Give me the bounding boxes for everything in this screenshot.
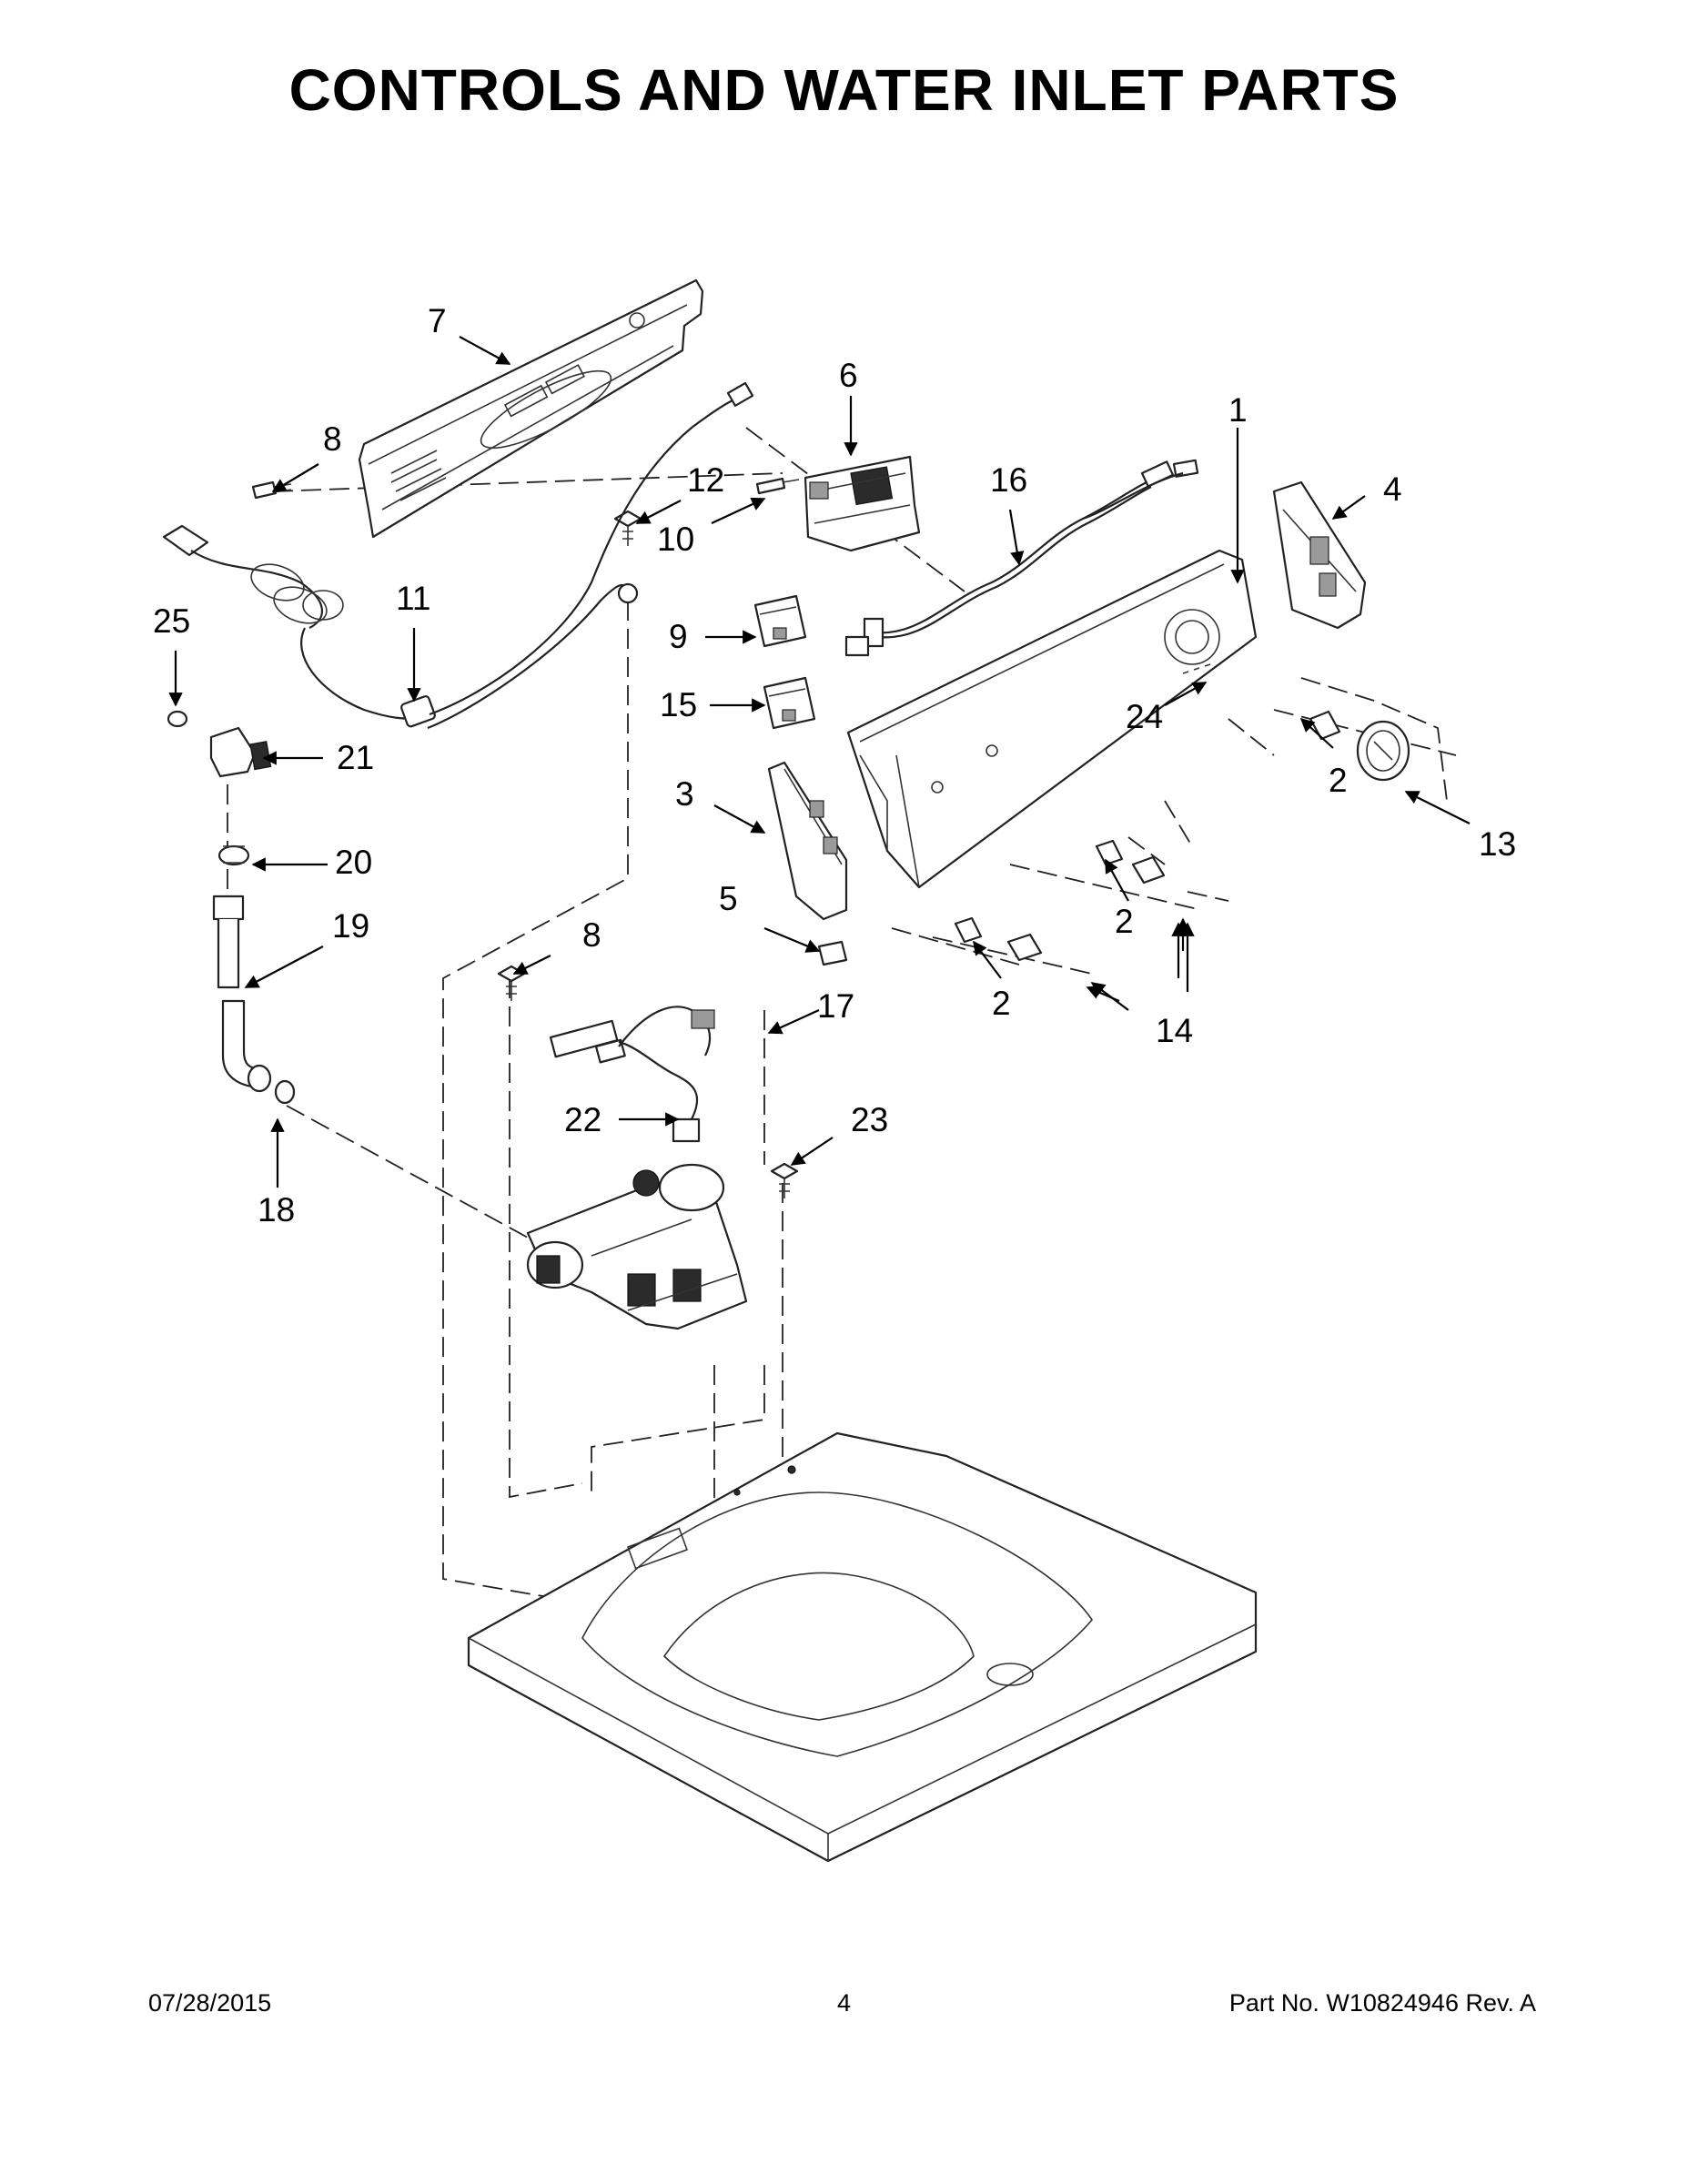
clip [817, 940, 848, 966]
callout-leaders [168, 336, 1471, 1188]
callout-4: 4 [1383, 470, 1402, 508]
callout-1: 1 [1228, 391, 1248, 429]
switch-15 [763, 676, 816, 730]
callout-3: 3 [675, 775, 694, 813]
water-valve-dispenser [526, 1163, 748, 1330]
ground-screw [613, 510, 642, 546]
knob-right [1309, 710, 1410, 782]
callout-2-middle: 2 [1115, 903, 1134, 940]
page-title: CONTROLS AND WATER INLET PARTS [288, 57, 1400, 123]
switch-9 [753, 594, 807, 648]
callout-8-upper: 8 [323, 420, 342, 458]
callout-13: 13 [1479, 825, 1516, 863]
knob-middle [1095, 839, 1166, 885]
callout-16: 16 [990, 461, 1027, 499]
washer-top [467, 1431, 1258, 1863]
callout-labels: 7 6 1 16 4 8 12 10 11 25 9 15 24 21 2 3 … [153, 302, 1516, 1228]
callout-15: 15 [660, 686, 697, 723]
callout-8-lower: 8 [582, 916, 601, 954]
power-cord [162, 381, 754, 730]
callout-14: 14 [1156, 1012, 1193, 1049]
callout-6: 6 [839, 357, 858, 394]
knob-lower [954, 916, 1043, 962]
dispenser-screw [770, 1162, 799, 1198]
callout-12: 12 [687, 461, 724, 499]
callout-25: 25 [153, 602, 190, 640]
callout-11: 11 [396, 580, 430, 617]
callout-18: 18 [258, 1191, 295, 1228]
footer-part-number: Part No. W10824946 Rev. A [1228, 1989, 1536, 2017]
callout-5: 5 [719, 880, 738, 917]
end-cap-right [1272, 480, 1367, 630]
control-board [804, 455, 921, 552]
end-cap-left [767, 761, 848, 921]
callout-17: 17 [817, 987, 854, 1025]
footer-page-number: 4 [836, 1989, 852, 2017]
callout-22: 22 [564, 1101, 601, 1138]
board-screw [755, 477, 800, 495]
callout-2-lower: 2 [992, 985, 1011, 1022]
callout-9: 9 [669, 618, 688, 655]
callout-24: 24 [1126, 698, 1163, 735]
console-panel [846, 549, 1258, 889]
callout-2-right: 2 [1329, 762, 1348, 799]
callout-23: 23 [851, 1101, 888, 1138]
wire-harness-upper [844, 459, 1199, 657]
console-rear-panel [358, 278, 704, 539]
callout-7: 7 [428, 302, 447, 339]
callout-10: 10 [657, 521, 694, 558]
footer-date: 07/28/2015 [148, 1989, 272, 2017]
callout-21: 21 [337, 739, 374, 776]
callout-20: 20 [335, 844, 372, 881]
inlet-hose-assembly [167, 710, 296, 1105]
callout-19: 19 [332, 907, 369, 945]
wire-harness-lower [549, 1006, 715, 1143]
